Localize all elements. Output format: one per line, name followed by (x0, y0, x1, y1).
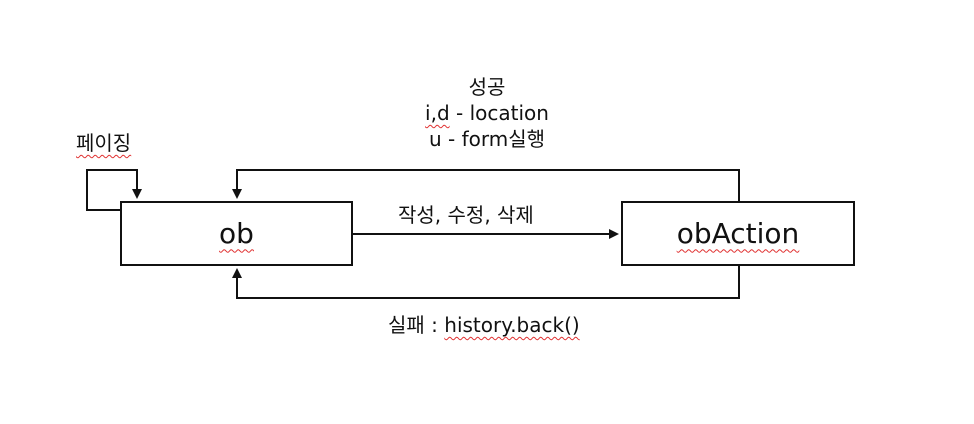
success-line-1: i,d - location (422, 100, 552, 126)
obaction-node: obAction (621, 201, 855, 266)
obaction-node-label: obAction (676, 216, 800, 250)
failure-label: 실패 : history.back() (388, 314, 580, 337)
success-title: 성공 (468, 75, 506, 99)
paging-self-loop-arrow (86, 169, 142, 211)
failure-label-history-back: history.back() (444, 313, 580, 337)
success-line-2: u - form실행 (422, 126, 552, 152)
failure-label-prefix: 실패 : (388, 313, 445, 337)
success-line-1-id: i,d (425, 101, 450, 125)
paging-label-text: 페이징 (76, 131, 132, 155)
success-line-1-location: - location (449, 101, 549, 125)
write-edit-delete-label: 작성, 수정, 삭제 (398, 203, 534, 227)
success-label-block: 성공 i,d - location u - form실행 (422, 74, 552, 152)
success-return-arrow (232, 169, 740, 201)
ob-node-label: ob (219, 216, 254, 250)
success-line-2-form: u - form (428, 127, 509, 151)
failure-return-arrow (232, 266, 740, 299)
success-line-2-run: 실행 (508, 127, 546, 151)
ob-node: ob (120, 201, 353, 266)
paging-label: 페이징 (76, 132, 131, 155)
